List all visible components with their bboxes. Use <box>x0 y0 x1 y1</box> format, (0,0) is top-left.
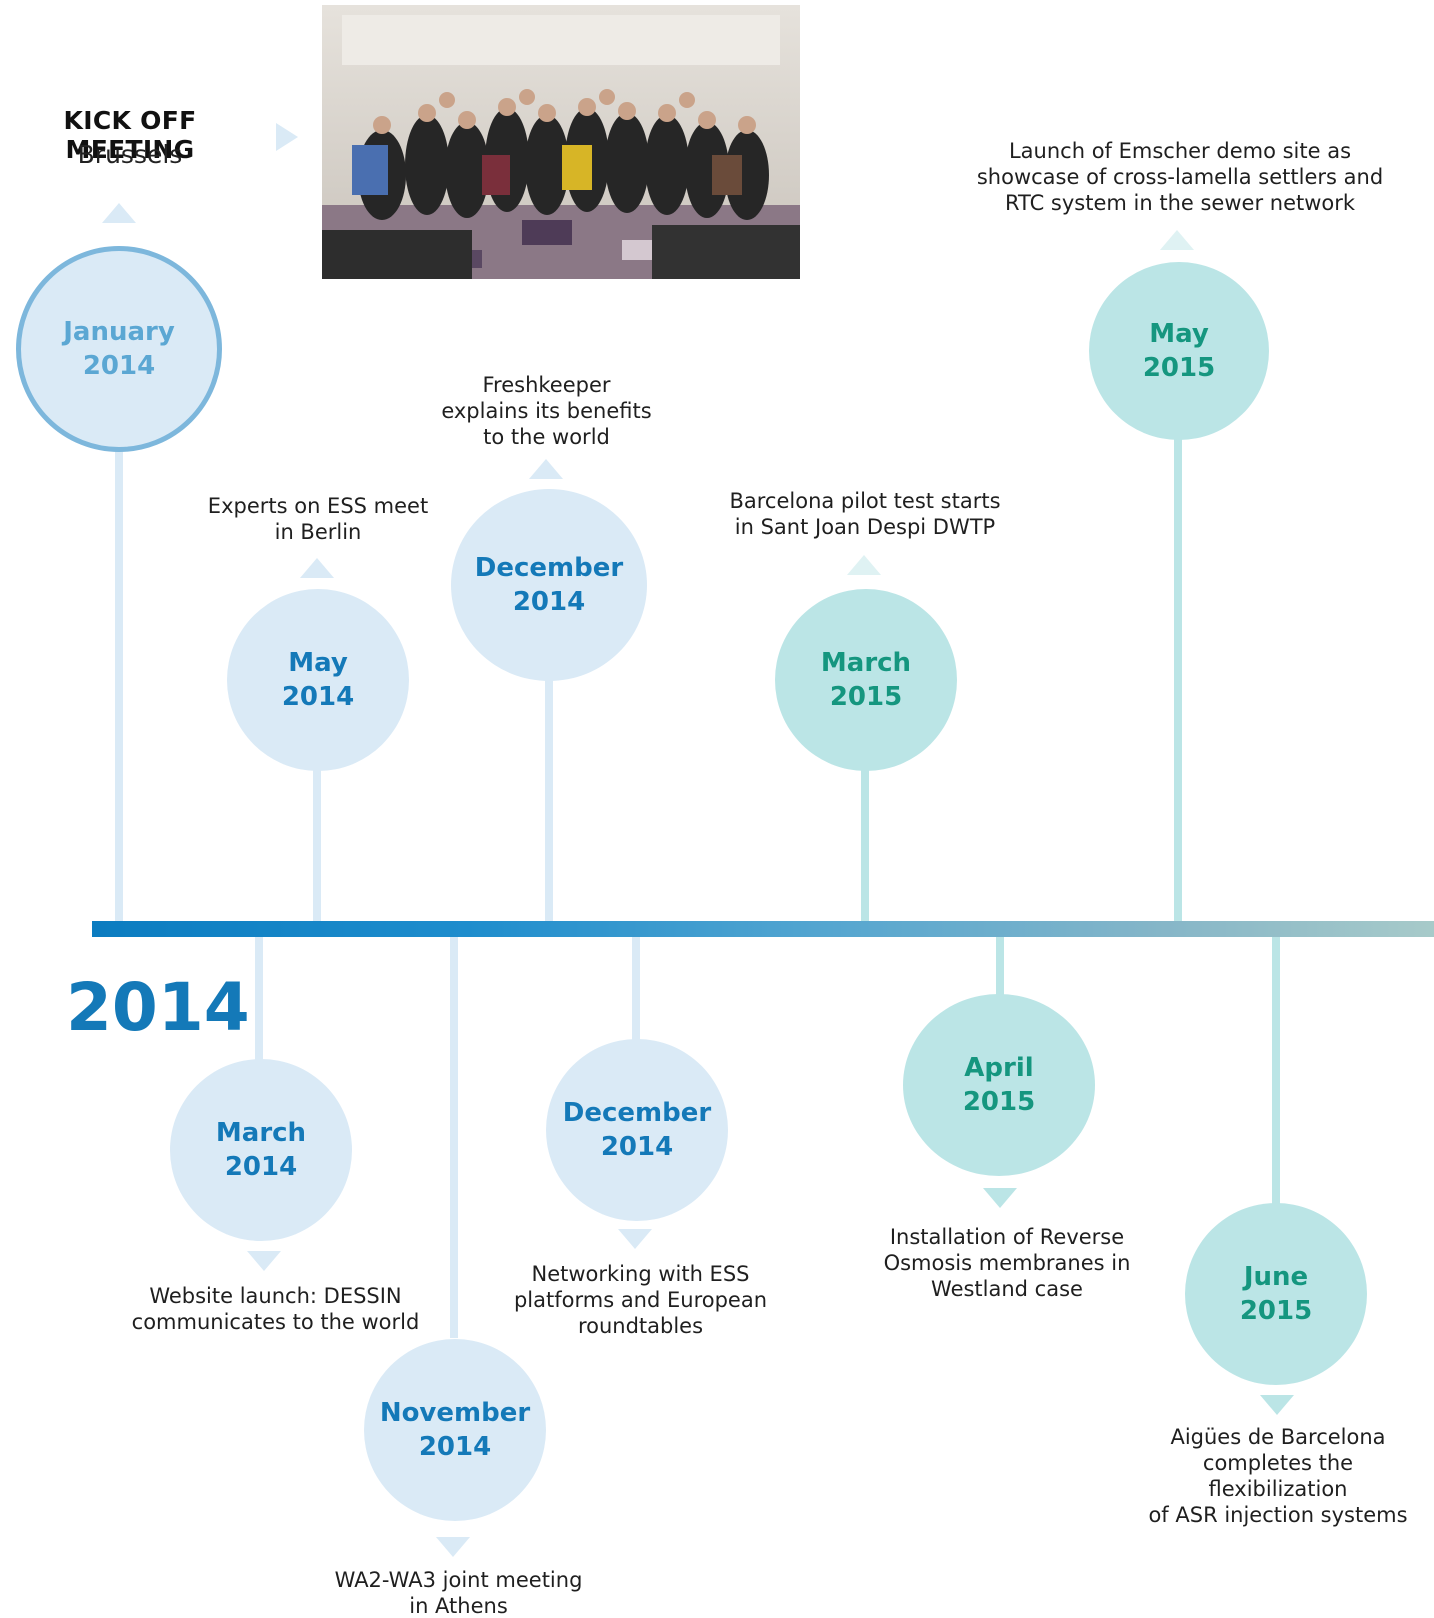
event-circle-jun-2015: June 2015 <box>1185 1203 1367 1385</box>
event-caption-may-2015: Launch of Emscher demo site as showcase … <box>976 139 1384 215</box>
kickoff-location: Brussels <box>77 140 183 169</box>
year-label: 2014 <box>66 969 250 1046</box>
event-caption-apr-2015: Installation of Reverse Osmosis membrane… <box>883 1225 1131 1301</box>
event-caption-nov-2014: WA2-WA3 joint meeting in Athens <box>334 1568 583 1618</box>
event-year: 2015 <box>962 1087 1036 1117</box>
event-year: 2014 <box>82 351 156 381</box>
event-month: January <box>63 317 175 347</box>
stem-nov-2014 <box>450 933 458 1338</box>
arrow-up-icon <box>300 558 334 578</box>
stem-mar-2014 <box>255 933 263 1063</box>
event-circle-apr-2015: April 2015 <box>903 994 1095 1176</box>
event-month: November <box>379 1398 531 1428</box>
event-year: 2014 <box>224 1152 298 1182</box>
event-month: May <box>288 648 348 678</box>
event-circle-nov-2014: November 2014 <box>364 1339 546 1521</box>
event-month: June <box>1243 1262 1309 1292</box>
event-circle-mar-2015: March 2015 <box>775 589 957 771</box>
stem-jan-2014 <box>115 440 123 925</box>
event-year: 2015 <box>1239 1296 1313 1326</box>
event-circle-may-2014: May 2014 <box>227 589 409 771</box>
event-caption-dec-2014-a: Freshkeeper explains its benefits to the… <box>441 373 652 449</box>
stem-dec-2014-b <box>632 933 640 1043</box>
event-year: 2014 <box>281 682 355 712</box>
event-year: 2015 <box>1142 353 1216 383</box>
arrow-right-icon <box>276 123 298 151</box>
event-year: 2014 <box>418 1432 492 1462</box>
stem-may-2014 <box>313 760 321 925</box>
stem-may-2015 <box>1174 435 1182 925</box>
event-year: 2015 <box>829 682 903 712</box>
timeline-axis <box>92 921 1434 937</box>
arrow-down-icon <box>983 1188 1017 1208</box>
arrow-down-icon <box>618 1229 652 1249</box>
event-month: March <box>820 648 912 678</box>
arrow-up-icon <box>1160 230 1194 250</box>
arrow-up-icon <box>847 555 881 575</box>
arrow-down-icon <box>436 1537 470 1557</box>
event-month: April <box>964 1053 1034 1083</box>
arrow-down-icon <box>247 1251 281 1271</box>
arrow-down-icon <box>1260 1395 1294 1415</box>
stem-apr-2015 <box>996 933 1004 998</box>
kickoff-group-photo <box>322 5 800 279</box>
event-caption-dec-2014-b: Networking with ESS platforms and Europe… <box>513 1262 768 1338</box>
event-circle-mar-2014: March 2014 <box>170 1059 352 1241</box>
event-year: 2014 <box>512 587 586 617</box>
stem-dec-2014-a <box>545 670 553 925</box>
event-month: May <box>1149 319 1209 349</box>
event-caption-may-2014: Experts on ESS meet in Berlin <box>207 494 429 544</box>
event-circle-dec-2014-b: December 2014 <box>546 1039 728 1221</box>
event-caption-mar-2015: Barcelona pilot test starts in Sant Joan… <box>729 489 1001 539</box>
event-circle-dec-2014-a: December 2014 <box>451 489 647 681</box>
event-year: 2014 <box>600 1132 674 1162</box>
stem-mar-2015 <box>861 765 869 925</box>
event-caption-mar-2014: Website launch: DESSIN communicates to t… <box>131 1284 420 1334</box>
event-caption-jun-2015: Aigües de Barcelona completes the flexib… <box>1148 1425 1408 1527</box>
event-month: March <box>215 1118 307 1148</box>
event-month: December <box>474 553 624 583</box>
event-circle-may-2015: May 2015 <box>1089 262 1269 440</box>
arrow-up-icon <box>529 459 563 479</box>
kickoff-title: KICK OFF MEETING <box>63 106 197 164</box>
event-month: December <box>562 1098 712 1128</box>
stem-jun-2015 <box>1272 933 1280 1208</box>
arrow-up-icon <box>102 203 136 223</box>
event-circle-jan-2014: January 2014 <box>16 246 222 452</box>
